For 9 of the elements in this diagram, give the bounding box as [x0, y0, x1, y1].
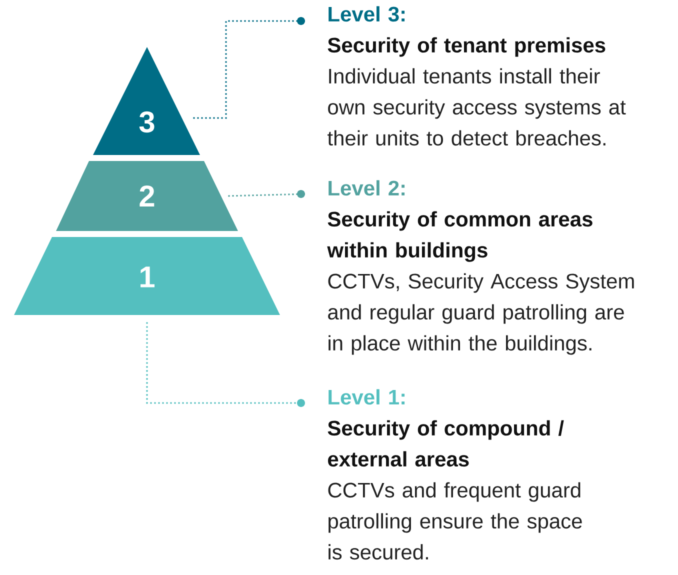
- level-description: Level 1: Security of compound / external areas CCTVs and frequent guard patrolling ensure the space is secured.: [328, 389, 582, 560]
- pyramid-tier: 3: [93, 47, 200, 155]
- pyramid-tier: 1: [14, 237, 280, 315]
- level-description: Level 2: Security of common areas within buildings CCTVs, Security Access System and regular guard patrolling are in place within the buildings.: [327, 180, 634, 355]
- leader-line: [193, 17, 305, 119]
- level-description: Level 3: Security of tenant premises Individual tenants install their own security access systems at their units to detect breaches.: [328, 6, 626, 146]
- pyramid-tier: 2: [56, 161, 238, 231]
- leader-line: [146, 322, 305, 407]
- leader-line: [228, 190, 306, 198]
